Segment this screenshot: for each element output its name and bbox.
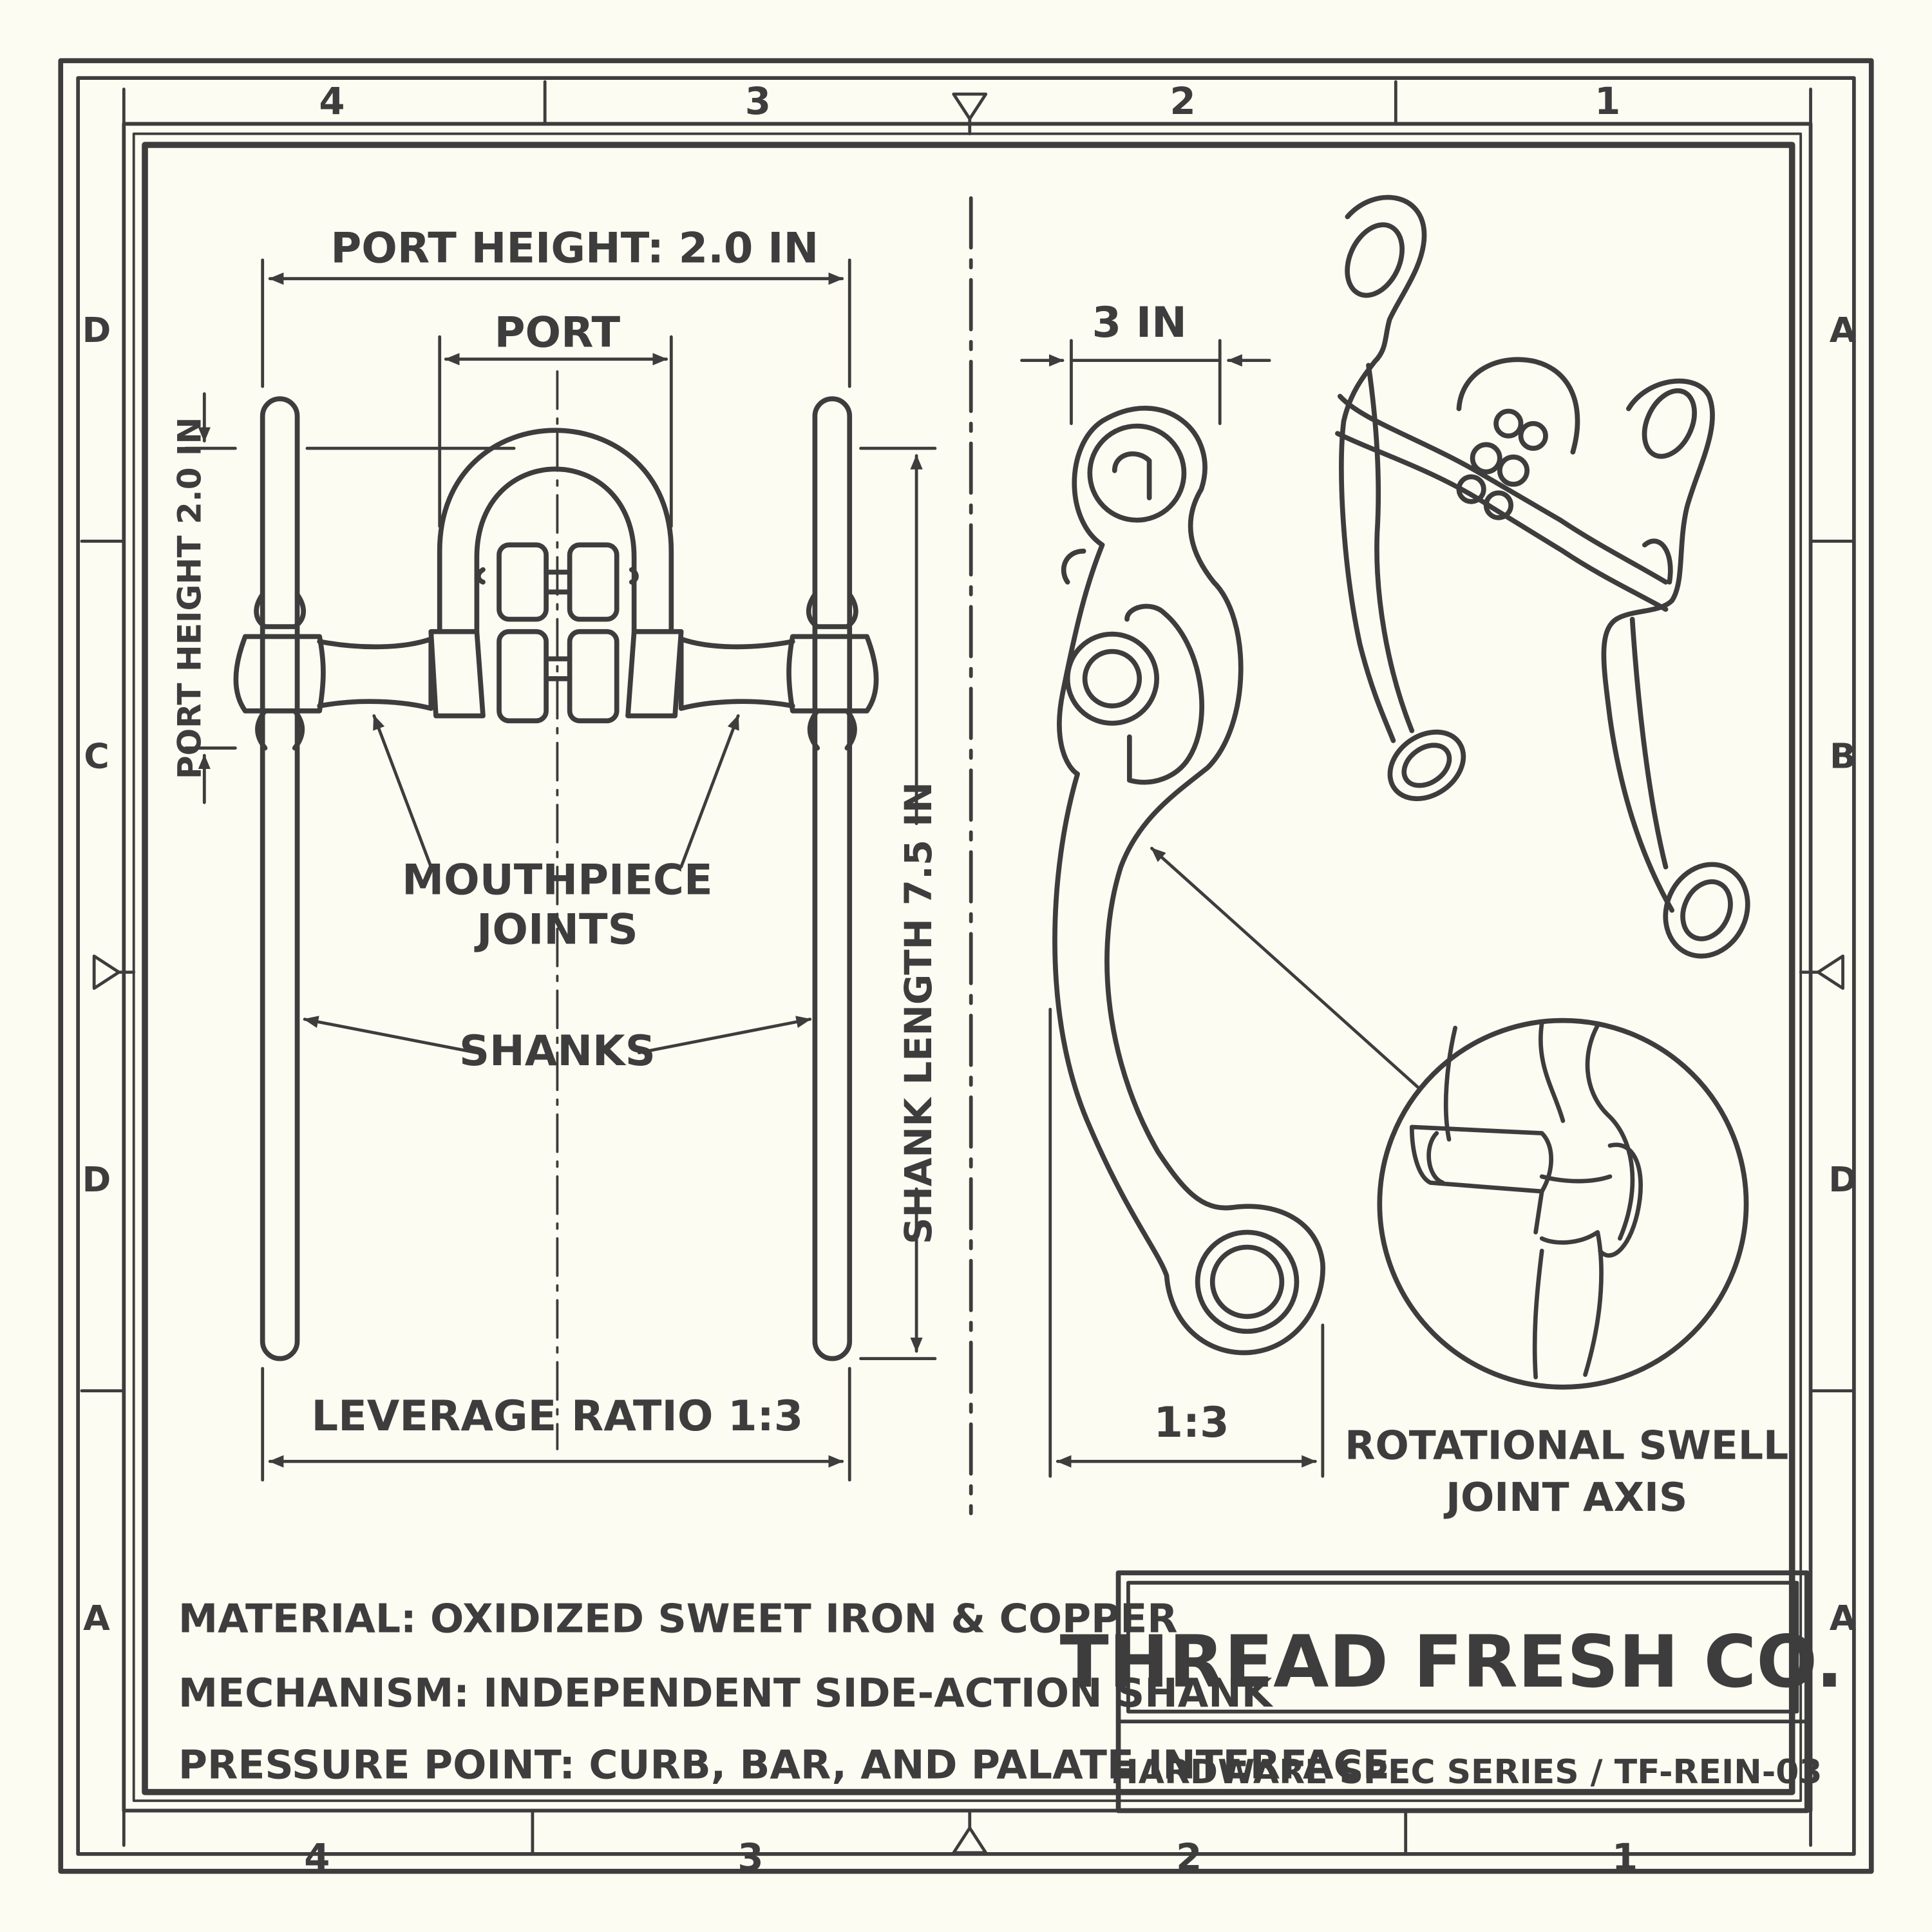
series-code: HARDWARE SPEC SERIES / TF-REIN-03 — [1110, 1753, 1822, 1792]
dimension-lines-side — [1020, 339, 1420, 1478]
side-view: 3 IN 1:3 — [1020, 298, 1420, 1478]
company-name: THREAD FRESH CO. — [1060, 1620, 1843, 1704]
label-port-height-top: PORT HEIGHT: 2.0 IN — [330, 224, 819, 273]
title-block: THREAD FRESH CO. HARDWARE SPEC SERIES / … — [1060, 1570, 1843, 1814]
grid-right-row-4: A — [1830, 1598, 1857, 1638]
side-shank — [1052, 406, 1325, 1356]
grid-labels-bottom: 4 3 2 1 — [304, 1835, 1638, 1879]
grid-bottom-col-4: 4 — [304, 1835, 330, 1879]
label-mouthpiece-joints-2: JOINTS — [474, 905, 638, 954]
grid-left-row-2: C — [84, 735, 109, 776]
spec-material: MATERIAL: OXIDIZED SWEET IRON & COPPER — [178, 1596, 1178, 1642]
grid-left-row-1: D — [82, 310, 111, 350]
grid-top-col-1: 1 — [1595, 79, 1620, 123]
label-mouthpiece-joints-1: MOUTHPIECE — [402, 855, 713, 904]
label-port: PORT — [495, 308, 621, 357]
grid-bottom-col-3: 3 — [737, 1835, 763, 1879]
grid-left-row-3: D — [82, 1159, 111, 1200]
label-port-height-side: PORT HEIGHT 2.0 IN — [171, 417, 209, 779]
spec-pressure-point: PRESSURE POINT: CURB, BAR, AND PALATE IN… — [178, 1742, 1390, 1788]
mouthpiece — [233, 428, 879, 724]
shank-left — [254, 396, 306, 1361]
dimension-lines-front — [184, 258, 937, 1482]
grid-bottom-col-1: 1 — [1612, 1835, 1638, 1879]
leader-lines-front — [303, 714, 812, 1055]
grid-ticks — [80, 80, 1855, 1855]
grid-left-row-4: A — [83, 1598, 110, 1638]
grid-top-col-2: 2 — [1170, 79, 1195, 123]
centering-arrows — [92, 92, 1844, 1855]
label-shanks: SHANKS — [459, 1027, 656, 1075]
grid-right-row-1: A — [1830, 310, 1857, 350]
spec-notes: MATERIAL: OXIDIZED SWEET IRON & COPPER M… — [178, 1596, 1390, 1788]
grid-bottom-col-2: 2 — [1176, 1835, 1202, 1879]
grid-labels-top: 4 3 2 1 — [319, 79, 1620, 123]
grid-labels-right: A B D A — [1828, 310, 1857, 1638]
spec-mechanism: MECHANISM: INDEPENDENT SIDE-ACTION SHANK — [178, 1670, 1274, 1716]
grid-top-col-4: 4 — [319, 79, 345, 123]
detail-view: ROTATIONAL SWELL JOINT AXIS — [1345, 1018, 1788, 1520]
grid-right-row-2: B — [1830, 735, 1856, 776]
shank-right — [806, 396, 858, 1361]
label-side-width: 3 IN — [1092, 298, 1187, 347]
label-shank-length: SHANK LENGTH 7.5 IN — [896, 782, 940, 1244]
grid-right-row-3: D — [1828, 1159, 1857, 1200]
label-leverage-ratio: LEVERAGE RATIO 1:3 — [311, 1392, 803, 1441]
front-view: PORT HEIGHT: 2.0 IN PORT PORT HEIGHT 2.0… — [171, 224, 940, 1482]
label-detail-line1: ROTATIONAL SWELL — [1345, 1422, 1788, 1468]
perspective-view — [1335, 194, 1750, 959]
label-detail-line2: JOINT AXIS — [1443, 1474, 1687, 1520]
grid-top-col-3: 3 — [745, 79, 771, 123]
grid-labels-left: D C D A — [82, 310, 111, 1638]
label-side-ratio: 1:3 — [1153, 1398, 1229, 1447]
